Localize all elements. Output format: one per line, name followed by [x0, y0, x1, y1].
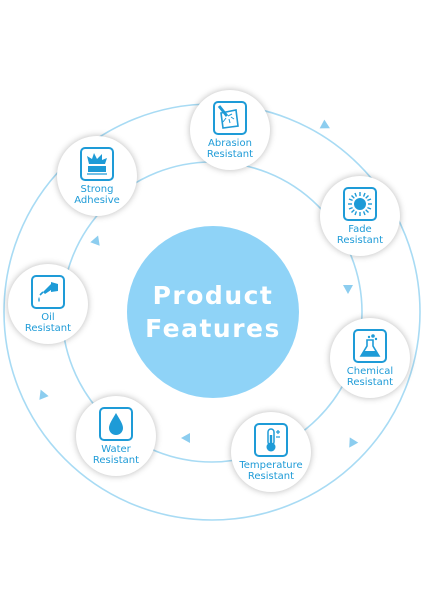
product-features-center: Product Features: [127, 226, 299, 398]
feature-strong-adhesive: Strong Adhesive: [57, 136, 137, 216]
feature-label-line1: Fade: [348, 224, 372, 235]
feature-label-line2: Adhesive: [74, 195, 120, 206]
arrow-left-upper: [90, 235, 100, 246]
feature-label-line2: Resistant: [346, 377, 394, 388]
feature-label-line1: Abrasion: [208, 138, 252, 149]
abrasion-icon: [213, 101, 247, 135]
arrow-bottom: [181, 433, 190, 443]
feature-label-line2: Resistant: [24, 323, 72, 334]
feature-label-line1: Chemical: [346, 366, 394, 377]
feature-label-line1: Water: [101, 444, 131, 455]
thermometer-icon: [254, 423, 288, 457]
center-title-line1: Product: [152, 281, 274, 310]
adhesive-icon: [80, 147, 114, 181]
center-title-line2: Features: [145, 314, 281, 343]
arrow-right-upper: [343, 285, 353, 294]
arrow-right-top: [319, 119, 330, 129]
feature-fade-resistant: Fade Resistant: [320, 176, 400, 256]
feature-temperature-resistant: Temperature Resistant: [231, 412, 311, 492]
feature-oil-resistant: Oil Resistant: [8, 264, 88, 344]
feature-label-line2: Resistant: [92, 455, 140, 466]
feature-label-line1: Temperature: [239, 460, 303, 471]
arrow-left-lower: [39, 389, 49, 400]
feature-label-line2: Resistant: [206, 149, 254, 160]
sun-icon: [343, 187, 377, 221]
cycle-arrows: [39, 119, 359, 448]
feature-label-line1: Strong: [80, 184, 114, 195]
feature-label-line2: Resistant: [247, 471, 295, 482]
water-drop-icon: [99, 407, 133, 441]
feature-chemical-resistant: Chemical Resistant: [330, 318, 410, 398]
oil-can-icon: [31, 275, 65, 309]
feature-abrasion-resistant: Abrasion Resistant: [190, 90, 270, 170]
feature-label-line1: Oil: [41, 312, 55, 323]
flask-icon: [353, 329, 387, 363]
feature-label-line2: Resistant: [336, 235, 384, 246]
arrow-right-lower: [349, 437, 359, 448]
feature-water-resistant: Water Resistant: [76, 396, 156, 476]
